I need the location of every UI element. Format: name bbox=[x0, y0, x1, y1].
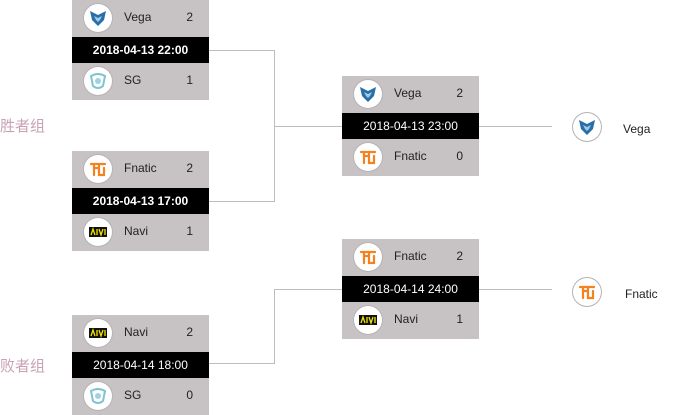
fnatic-logo-icon bbox=[573, 278, 601, 306]
connector-line bbox=[209, 201, 274, 202]
team-row: Fnatic 0 bbox=[342, 139, 479, 176]
team-name: Fnatic bbox=[394, 249, 427, 263]
vega-logo-icon bbox=[573, 113, 601, 141]
match-date: 2018-04-13 23:00 bbox=[342, 113, 479, 139]
connector-line bbox=[274, 289, 275, 364]
team-row: SG 1 bbox=[72, 63, 209, 100]
vega-logo-icon bbox=[354, 80, 382, 108]
connector-line bbox=[274, 289, 342, 290]
winner-name: Vega bbox=[623, 122, 651, 136]
team-score: 2 bbox=[186, 325, 193, 339]
fnatic-logo-icon bbox=[354, 243, 382, 271]
team-row: Vega 2 bbox=[72, 0, 209, 37]
sg-logo-icon bbox=[84, 67, 112, 95]
match-date: 2018-04-13 17:00 bbox=[72, 188, 209, 214]
team-name: SG bbox=[124, 388, 142, 402]
navi-logo-icon bbox=[354, 306, 382, 334]
winner-name: Fnatic bbox=[625, 287, 658, 301]
team-score: 1 bbox=[456, 312, 463, 326]
team-score: 1 bbox=[186, 73, 193, 87]
team-name: Navi bbox=[124, 224, 149, 238]
match-card-wb2[interactable]: Fnatic 2 2018-04-13 17:00 Navi 1 bbox=[72, 151, 209, 251]
match-card-lb1[interactable]: Navi 2 2018-04-14 18:00 SG 0 bbox=[72, 315, 209, 415]
team-name: Navi bbox=[124, 325, 149, 339]
team-name: Navi bbox=[394, 312, 419, 326]
match-date: 2018-04-14 24:00 bbox=[342, 276, 479, 302]
match-date: 2018-04-13 22:00 bbox=[72, 37, 209, 63]
connector-line bbox=[209, 363, 274, 364]
team-name: Fnatic bbox=[124, 161, 157, 175]
team-row: Fnatic 2 bbox=[72, 151, 209, 188]
team-row: Navi 2 bbox=[72, 315, 209, 352]
match-card-wb1[interactable]: Vega 2 2018-04-13 22:00 SG 1 bbox=[72, 0, 209, 100]
losers-group-label: 败者组 bbox=[0, 357, 46, 375]
team-row: Navi 1 bbox=[342, 302, 479, 339]
team-row: SG 0 bbox=[72, 378, 209, 415]
team-score: 0 bbox=[456, 149, 463, 163]
team-name: Fnatic bbox=[394, 149, 427, 163]
team-score: 0 bbox=[186, 388, 193, 402]
navi-logo-icon bbox=[84, 319, 112, 347]
fnatic-logo-icon bbox=[354, 143, 382, 171]
connector-line bbox=[274, 126, 342, 127]
team-row: Navi 1 bbox=[72, 214, 209, 251]
team-score: 1 bbox=[186, 224, 193, 238]
team-name: SG bbox=[124, 73, 142, 87]
fnatic-logo-icon bbox=[84, 155, 112, 183]
match-date: 2018-04-14 18:00 bbox=[72, 352, 209, 378]
connector-line bbox=[479, 289, 552, 290]
team-score: 2 bbox=[186, 161, 193, 175]
team-score: 2 bbox=[456, 249, 463, 263]
team-name: Vega bbox=[394, 86, 422, 100]
navi-logo-icon bbox=[84, 218, 112, 246]
team-row: Fnatic 2 bbox=[342, 239, 479, 276]
connector-line bbox=[479, 126, 552, 127]
connector-line bbox=[209, 50, 274, 51]
team-name: Vega bbox=[124, 10, 152, 24]
sg-logo-icon bbox=[84, 382, 112, 410]
vega-logo-icon bbox=[84, 4, 112, 32]
team-row: Vega 2 bbox=[342, 76, 479, 113]
team-score: 2 bbox=[186, 10, 193, 24]
team-score: 2 bbox=[456, 86, 463, 100]
winners-group-label: 胜者组 bbox=[0, 117, 46, 135]
match-card-wbf[interactable]: Vega 2 2018-04-13 23:00 Fnatic 0 bbox=[342, 76, 479, 176]
match-card-lbf[interactable]: Fnatic 2 2018-04-14 24:00 Navi 1 bbox=[342, 239, 479, 339]
